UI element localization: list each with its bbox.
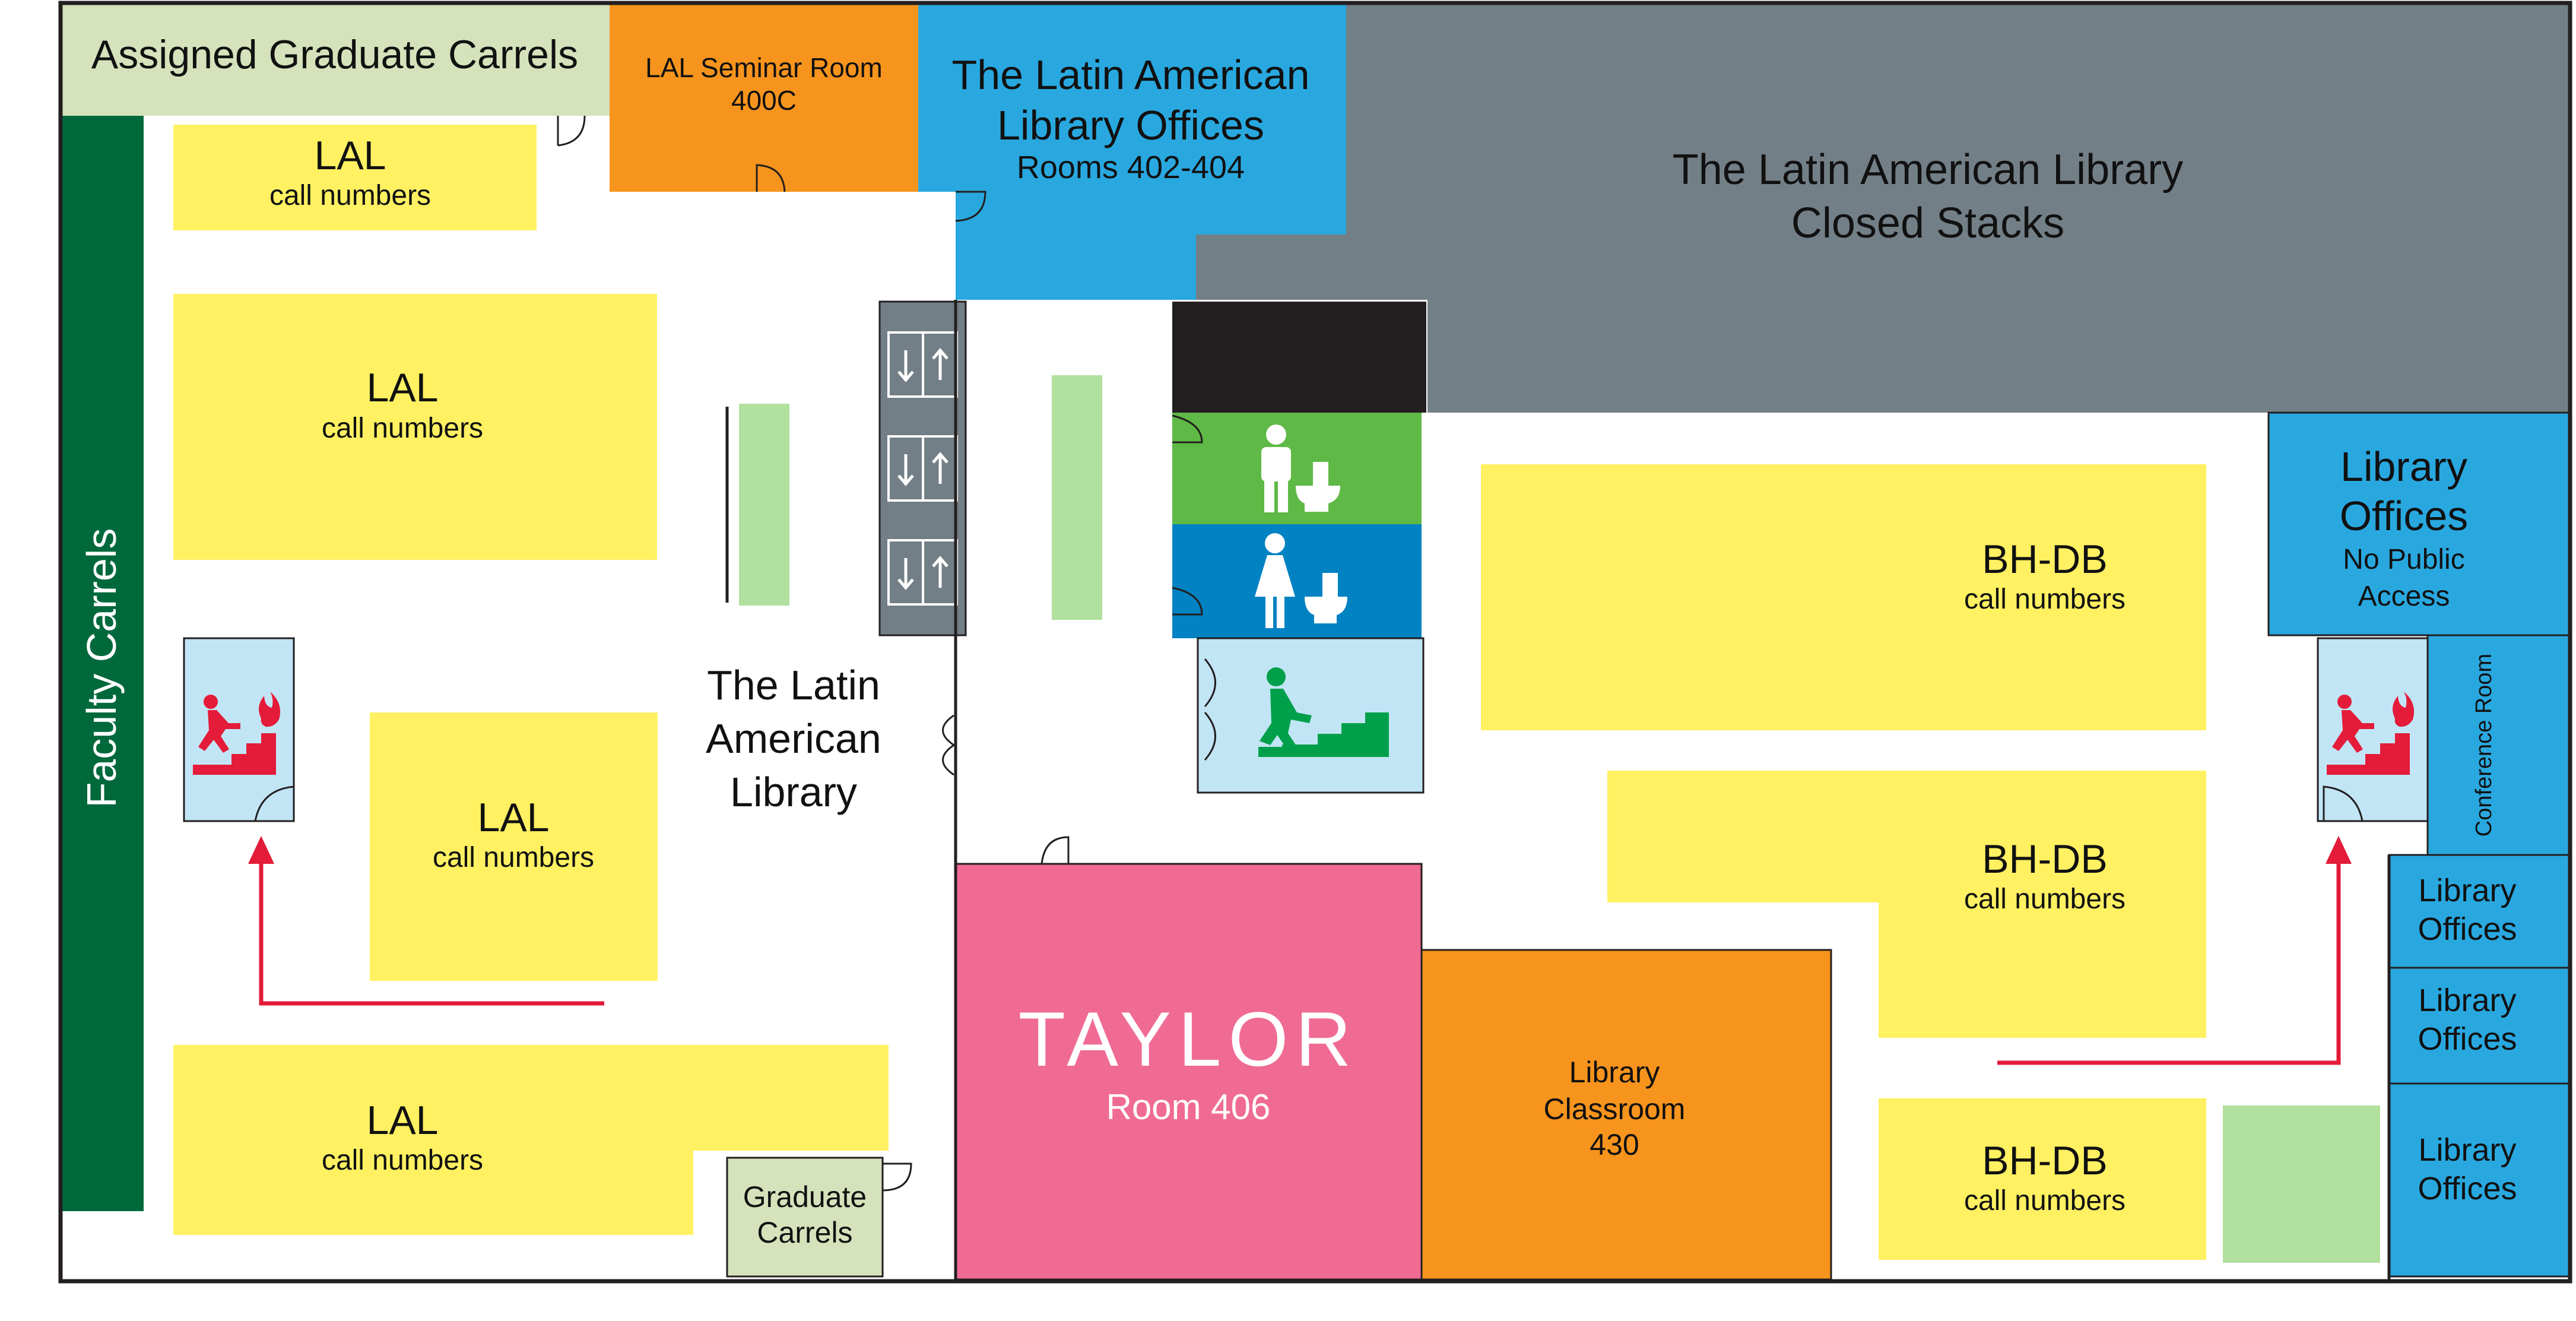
lal-area-label-2: American — [706, 715, 881, 762]
green-panel-3 — [2223, 1105, 2380, 1263]
lal-area-label-1: The Latin — [707, 662, 880, 708]
assigned-graduate-carrels-label: Assigned Graduate Carrels — [91, 32, 578, 77]
stair-door[interactable] — [1204, 658, 1216, 761]
library-offices-a-label-1: Library — [2418, 873, 2516, 908]
mens-restroom[interactable] — [1172, 413, 1422, 524]
door-grad-carrels[interactable] — [882, 1162, 912, 1192]
assigned-graduate-carrels[interactable] — [61, 3, 610, 116]
lal-stack-3-sub: call numbers — [433, 842, 594, 873]
emergency-door-right[interactable] — [2323, 785, 2364, 822]
green-panel-1 — [739, 404, 789, 606]
lal-stack-4-sub: call numbers — [322, 1145, 483, 1176]
taylor-room[interactable] — [954, 863, 1423, 1281]
door-corridor[interactable] — [942, 714, 956, 776]
lal-stack-2-title: LAL — [367, 365, 439, 410]
lal-stack-1-sub: call numbers — [269, 180, 431, 211]
bhdb-stack-2[interactable]: BH-DB call numbers — [1607, 771, 2206, 1038]
stairs-up-icon — [1258, 667, 1389, 757]
faculty-carrels[interactable] — [61, 116, 144, 1211]
door-assigned-carrels[interactable] — [557, 115, 586, 147]
door-taylor[interactable] — [1040, 836, 1070, 864]
lal-offices-label-1: The Latin American — [951, 52, 1309, 98]
graduate-carrels-label-2: Carrels — [757, 1216, 852, 1249]
library-offices-c-label-2: Offices — [2418, 1171, 2517, 1206]
library-offices-main[interactable] — [2267, 411, 2571, 636]
conference-room-label: Conference Room — [2472, 654, 2496, 837]
lal-offices-label-2: Library Offices — [997, 102, 1264, 148]
lal-stack-2[interactable]: LAL call numbers — [173, 294, 657, 560]
library-offices-main-label-4: Access — [2358, 581, 2450, 612]
door-womens[interactable] — [1172, 587, 1203, 616]
library-offices-main-label-3: No Public — [2343, 544, 2464, 575]
bhdb-stack-3-title: BH-DB — [1982, 1138, 2108, 1183]
closed-stacks-label-1: The Latin American Library — [1673, 146, 2183, 194]
library-offices-b-label-2: Offices — [2418, 1021, 2517, 1057]
seminar-room[interactable] — [610, 3, 918, 192]
bhdb-stack-1[interactable]: BH-DB call numbers — [1481, 464, 2206, 730]
lal-stack-3[interactable]: LAL call numbers — [370, 712, 658, 981]
faculty-carrels-label: Faculty Carrels — [78, 528, 125, 808]
library-offices-main-label-2: Offices — [2340, 493, 2469, 539]
bhdb-stack-1-sub: call numbers — [1964, 584, 2125, 615]
taylor-room-number: Room 406 — [1106, 1087, 1271, 1127]
library-offices-main-label-1: Library — [2340, 443, 2467, 490]
emergency-stairs-left[interactable] — [183, 637, 295, 822]
utility-room — [1172, 302, 1426, 413]
bhdb-stack-2-title: BH-DB — [1982, 837, 2108, 882]
library-offices-a-label-2: Offices — [2418, 911, 2517, 947]
lal-stack-4-title: LAL — [367, 1098, 439, 1143]
mens-restroom-icon — [1261, 425, 1340, 512]
womens-restroom[interactable] — [1172, 524, 1422, 638]
fire-exit-stairs-icon-right — [2327, 692, 2415, 775]
elevator-1[interactable] — [887, 331, 958, 398]
library-offices-b-label-1: Library — [2418, 983, 2516, 1018]
door-seminar[interactable] — [756, 164, 786, 192]
emergency-stairs-right[interactable] — [2317, 637, 2429, 822]
bhdb-stack-3-sub: call numbers — [1964, 1185, 2125, 1217]
lal-offices[interactable] — [918, 3, 1346, 300]
classroom-label-2: Classroom — [1544, 1092, 1686, 1126]
bhdb-stack-3[interactable]: BH-DB call numbers — [1879, 1098, 2206, 1260]
classroom-label-3: 430 — [1590, 1128, 1639, 1161]
emergency-door-left[interactable] — [254, 785, 295, 822]
lal-offices-label-3: Rooms 402-404 — [1017, 150, 1245, 185]
library-classroom[interactable] — [1420, 949, 1832, 1281]
outer-wall — [58, 1, 2572, 1284]
fire-exit-stairs-icon-left — [193, 692, 281, 775]
door-lal-offices[interactable] — [955, 191, 986, 222]
lal-stack-2-sub: call numbers — [322, 413, 483, 444]
closed-stacks[interactable] — [1196, 3, 2570, 413]
library-offices-c-label-1: Library — [2418, 1132, 2516, 1168]
graduate-carrels-label-1: Graduate — [743, 1180, 867, 1214]
evacuation-arrowhead-right — [2326, 836, 2352, 864]
womens-restroom-icon — [1255, 533, 1347, 628]
lal-stack-4[interactable]: LAL call numbers — [173, 1045, 889, 1235]
lal-stack-3-title: LAL — [478, 795, 550, 840]
classroom-label-1: Library — [1569, 1056, 1660, 1089]
green-panel-2 — [1052, 375, 1102, 620]
lal-stack-1-title: LAL — [315, 133, 386, 178]
evacuation-arrow-right — [1997, 855, 2341, 1065]
bhdb-stack-1-title: BH-DB — [1982, 537, 2108, 582]
bhdb-stack-2-sub: call numbers — [1964, 883, 2125, 915]
conference-room[interactable] — [2426, 634, 2571, 856]
taylor-room-name: TAYLOR — [1019, 996, 1359, 1082]
seminar-room-label-1: LAL Seminar Room — [645, 52, 883, 83]
lal-area-label-3: Library — [730, 769, 857, 815]
evacuation-arrow-left — [259, 855, 604, 1006]
evacuation-arrowhead-left — [248, 836, 274, 864]
graduate-carrels[interactable] — [726, 1157, 884, 1278]
seminar-room-label-2: 400C — [731, 85, 797, 116]
lal-stack-1[interactable]: LAL call numbers — [173, 125, 537, 230]
closed-stacks-label-2: Closed Stacks — [1791, 199, 2064, 247]
door-mens[interactable] — [1172, 414, 1203, 443]
